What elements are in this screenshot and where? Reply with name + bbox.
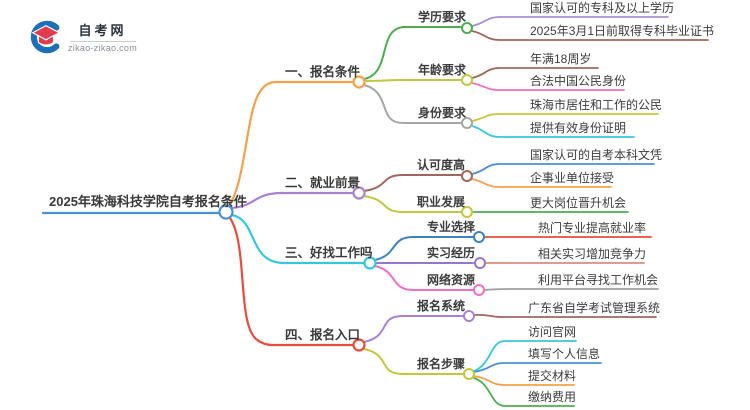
branch-3-easy-to-find-job[interactable]: 三、好找工作吗 [285, 246, 373, 260]
junction-branch-2[interactable] [352, 186, 366, 200]
leaf-valid-id-proof[interactable]: 提供有效身份证明 [530, 121, 627, 135]
edge-leaf-1-2-2 [471, 82, 625, 91]
edge-branch-1 [227, 80, 355, 208]
edge-leaf-4-2-1 [473, 340, 577, 372]
node-registration-system[interactable]: 报名系统 [417, 299, 466, 313]
junction-branch-3[interactable] [363, 256, 377, 270]
edge-node-2-1 [363, 174, 462, 192]
node-age-requirement[interactable]: 年龄要求 [418, 63, 467, 77]
leaf-pay-fees[interactable]: 缴纳费用 [528, 390, 577, 404]
edge-branch-2 [230, 191, 355, 210]
edge-leaf-2-1-2 [471, 178, 612, 188]
junction-node-4-2[interactable] [463, 368, 475, 380]
edge-node-1-2 [364, 79, 462, 82]
edge-leaf-4-2-2 [473, 362, 602, 373]
junction-node-1-2[interactable] [461, 74, 473, 86]
junction-node-1-1[interactable] [461, 22, 473, 34]
junction-root[interactable] [218, 204, 234, 220]
graduation-cap-logo-icon [30, 20, 61, 54]
junction-node-2-1[interactable] [461, 170, 473, 182]
node-internship-experience[interactable]: 实习经历 [427, 246, 476, 260]
edge-branch-3 [230, 213, 366, 265]
node-identity-requirement[interactable]: 身份要求 [418, 106, 467, 120]
branch-4-registration-entrance[interactable]: 四、报名入口 [285, 328, 361, 342]
leaf-fill-personal-info[interactable]: 填写个人信息 [528, 347, 601, 361]
edge-node-4-2 [363, 348, 464, 375]
node-high-recognition[interactable]: 认可度高 [417, 158, 466, 172]
leaf-guangdong-selfstudy-system[interactable]: 广东省自学考试管理系统 [528, 301, 661, 315]
junction-node-3-2[interactable] [474, 257, 486, 269]
edge-node-4-1 [363, 315, 464, 343]
edge-node-3-1 [374, 236, 474, 261]
edge-leaf-2-1-1 [471, 163, 655, 175]
edge-leaf-4-2-4 [473, 377, 575, 407]
edge-leaf-1-3-1 [471, 113, 659, 122]
leaf-legal-chinese-citizen[interactable]: 合法中国公民身份 [530, 74, 627, 88]
leaf-submit-materials[interactable]: 提交材料 [528, 369, 577, 383]
edge-leaf-1-3-2 [471, 125, 635, 138]
leaf-internship-competitiveness[interactable]: 相关实习增加竞争力 [538, 247, 647, 261]
edge-leaf-1-1-1 [471, 16, 669, 27]
leaf-zhuhai-resident-worker[interactable]: 珠海市居住和工作的公民 [530, 98, 663, 112]
node-online-resources[interactable]: 网络资源 [427, 273, 476, 287]
leaf-diploma-before-2025-03-01[interactable]: 2025年3月1日前取得专科毕业证书 [530, 24, 715, 38]
junction-node-3-1[interactable] [473, 231, 485, 243]
leaf-hot-majors-employment-rate[interactable]: 热门专业提高就业率 [538, 221, 647, 235]
edge-node-2-2 [363, 195, 462, 213]
node-career-development[interactable]: 职业发展 [417, 195, 466, 209]
logo-divider [69, 41, 136, 42]
node-education-requirement[interactable]: 学历要求 [418, 10, 467, 24]
leaf-recognized-college-degree[interactable]: 国家认可的专科及以上学历 [530, 1, 675, 15]
junction-branch-4[interactable] [352, 338, 366, 352]
leaf-use-platforms-find-jobs[interactable]: 利用平台寻找工作机会 [538, 273, 659, 287]
junction-node-2-2[interactable] [461, 206, 473, 218]
edge-node-1-3 [363, 84, 462, 124]
junction-node-1-3[interactable] [461, 117, 473, 129]
edge-branch-4 [228, 216, 355, 347]
edge-leaf-1-2-1 [471, 67, 599, 79]
junction-node-3-3[interactable] [473, 284, 485, 296]
leaf-recognized-selfstudy-bachelor[interactable]: 国家认可的自考本科文凭 [530, 148, 663, 162]
edge-leaf-4-1-1 [473, 313, 657, 318]
edge-leaf-1-1-2 [471, 30, 709, 41]
edge-leaf-4-2-3 [473, 375, 575, 386]
edge-node-3-3 [374, 265, 474, 291]
site-logo[interactable]: 自考网 zikao-zikao.com [28, 20, 137, 54]
leaf-more-promotion-chances[interactable]: 更大岗位晋升机会 [530, 196, 627, 210]
edge-node-1-1 [363, 26, 462, 80]
junction-branch-1[interactable] [352, 75, 366, 89]
node-major-selection[interactable]: 专业选择 [427, 220, 476, 234]
logo-title: 自考网 [78, 23, 127, 38]
root-node-title[interactable]: 2025年珠海科技学院自考报名条件 [49, 194, 247, 209]
branch-2-employment-prospects[interactable]: 二、就业前景 [285, 176, 361, 190]
logo-domain: zikao-zikao.com [68, 43, 138, 53]
branch-1-enrollment-conditions[interactable]: 一、报名条件 [285, 65, 361, 79]
leaf-visit-official-site[interactable]: 访问官网 [528, 325, 577, 339]
junction-node-4-1[interactable] [463, 310, 475, 322]
leaf-at-least-18-years-old[interactable]: 年满18周岁 [530, 52, 592, 66]
leaf-accepted-by-enterprises[interactable]: 企事业单位接受 [530, 171, 615, 185]
node-registration-steps[interactable]: 报名步骤 [417, 357, 466, 371]
edge-leaf-3-3-1 [483, 288, 659, 291]
